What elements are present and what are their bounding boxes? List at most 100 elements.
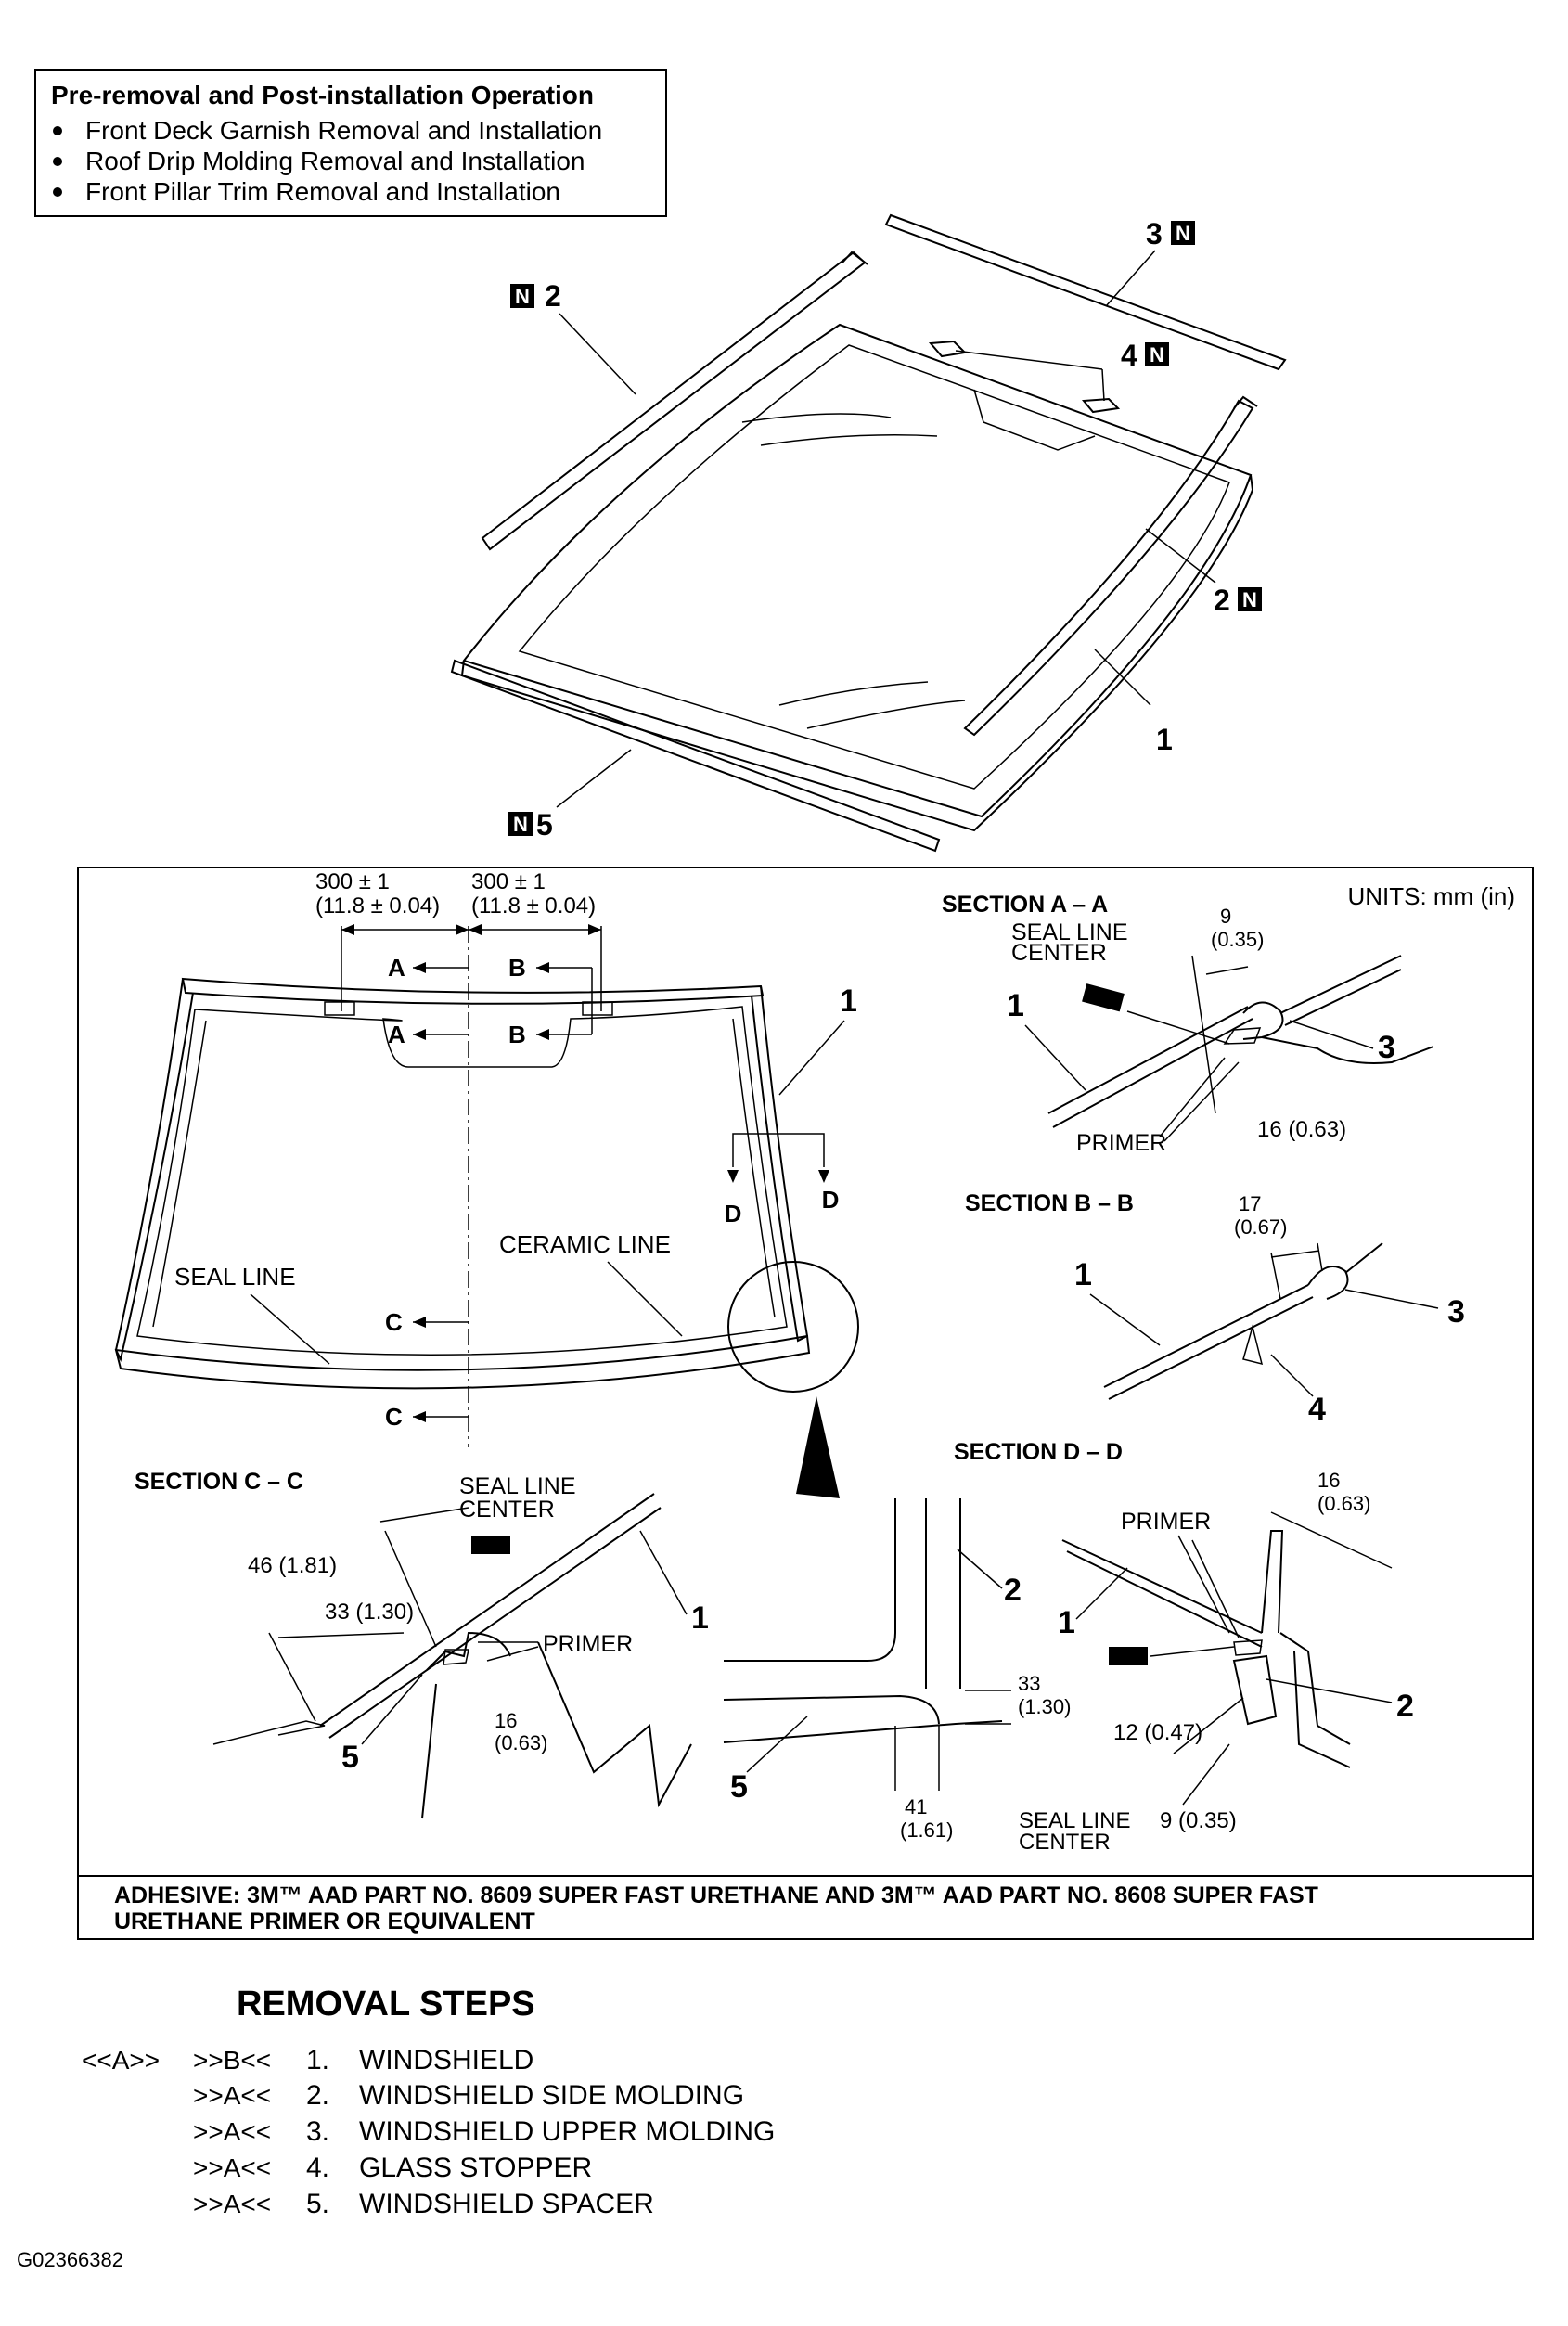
- dim-300-left: 300 ± 1: [315, 869, 390, 894]
- step-num: 2.: [306, 2080, 329, 2111]
- aa-part-1: 1: [1007, 988, 1024, 1023]
- new-part-mark: N: [1150, 343, 1164, 366]
- cc-dim-16: 16: [495, 1709, 517, 1732]
- note-item-3: Front Pillar Trim Removal and Installati…: [85, 177, 560, 206]
- step-num: 3.: [306, 2116, 329, 2147]
- aa-dim-16: 16 (0.63): [1257, 1117, 1346, 1142]
- removal-step-1: <<A>> >>B<< 1. WINDSHIELD: [82, 2045, 533, 2075]
- step-label: WINDSHIELD: [359, 2045, 533, 2075]
- corner-detail: 2 5 33 (1.30) 41 (1.61): [723, 1498, 1071, 1842]
- callout-1: 1: [1156, 723, 1173, 756]
- section-mark-c-top: C: [385, 1308, 403, 1336]
- section-c-c: SECTION C – C SEAL LINE CENTER 46 (1.81)…: [135, 1469, 709, 1819]
- cc-seal-line-1: SEAL LINE: [459, 1473, 576, 1499]
- corner-part-5: 5: [730, 1769, 748, 1805]
- aa-seal-line-1: SEAL LINE: [1011, 919, 1128, 945]
- step-post: >>A<<: [193, 2153, 271, 2182]
- section-mark-c-bottom: C: [385, 1403, 403, 1431]
- section-b-b-title: SECTION B – B: [965, 1190, 1134, 1216]
- new-part-mark: N: [513, 813, 528, 836]
- section-mark-d-right: D: [822, 1186, 840, 1214]
- adhesive-line-2: URETHANE PRIMER OR EQUIVALENT: [114, 1908, 535, 1934]
- dim-300-left-inch: (11.8 ± 0.04): [315, 893, 440, 919]
- dd-part-2: 2: [1396, 1689, 1414, 1724]
- removal-steps-heading: REMOVAL STEPS: [237, 1985, 535, 2024]
- cc-dim-46: 46 (1.81): [248, 1553, 337, 1578]
- figure-id: G02366382: [17, 2248, 123, 2271]
- bb-dim-17-inch: (0.67): [1234, 1215, 1287, 1239]
- removal-steps: REMOVAL STEPS <<A>> >>B<< 1. WINDSHIELD …: [82, 1985, 775, 2219]
- section-d-d-title: SECTION D – D: [954, 1439, 1123, 1465]
- corner-dim-33-inch: (1.30): [1018, 1695, 1071, 1718]
- section-a-a-title: SECTION A – A: [942, 892, 1108, 918]
- cc-part-5: 5: [341, 1740, 359, 1775]
- step-label: WINDSHIELD SPACER: [359, 2189, 654, 2219]
- corner-part-2: 2: [1004, 1573, 1022, 1608]
- note-item-2: Roof Drip Molding Removal and Installati…: [85, 147, 585, 175]
- corner-dim-41-inch: (1.61): [900, 1818, 953, 1842]
- corner-dim-41: 41: [905, 1795, 927, 1818]
- section-b-b: SECTION B – B 17 (0.67) 1 3 4: [965, 1190, 1465, 1427]
- cc-dim-33: 33 (1.30): [325, 1600, 414, 1625]
- dd-dim-9: 9 (0.35): [1160, 1808, 1237, 1833]
- dim-300-right: 300 ± 1: [471, 869, 546, 894]
- aa-part-3: 3: [1378, 1030, 1395, 1065]
- aa-dim-9-inch: (0.35): [1211, 928, 1264, 951]
- note-item-1: Front Deck Garnish Removal and Installat…: [85, 116, 602, 145]
- dd-dim-16: 16: [1317, 1469, 1340, 1492]
- ceramic-line-label: CERAMIC LINE: [499, 1230, 671, 1258]
- aa-seal-line-2: CENTER: [1011, 940, 1107, 966]
- detail-frame: UNITS: mm (in) ADHESIVE: 3M™ AAD PART NO…: [77, 867, 1534, 1940]
- cc-primer: PRIMER: [543, 1631, 633, 1657]
- callout-3: 3: [1146, 217, 1163, 251]
- section-mark-b-bottom: B: [508, 1021, 526, 1048]
- front-view-part-1: 1: [840, 983, 857, 1019]
- dd-seal-line-2: CENTER: [1019, 1830, 1111, 1855]
- section-mark-d-left: D: [725, 1200, 742, 1227]
- step-post: >>A<<: [193, 2081, 271, 2110]
- step-label: WINDSHIELD UPPER MOLDING: [359, 2116, 775, 2147]
- dd-dim-16-inch: (0.63): [1317, 1492, 1370, 1515]
- side-molding-right: [963, 399, 1254, 737]
- dd-part-1: 1: [1058, 1605, 1075, 1640]
- callout-2-left: 2: [545, 279, 561, 313]
- bb-part-4: 4: [1308, 1392, 1326, 1427]
- upper-molding: [884, 213, 1287, 371]
- section-mark-a-top: A: [388, 954, 405, 982]
- dd-seal-line-1: SEAL LINE: [1019, 1808, 1131, 1833]
- windshield-front-view: 300 ± 1 (11.8 ± 0.04) 300 ± 1 (11.8 ± 0.…: [114, 869, 859, 1498]
- cc-dim-16-inch: (0.63): [495, 1731, 547, 1754]
- note-title: Pre-removal and Post-installation Operat…: [51, 81, 594, 109]
- exploded-parts-view: N 2 3 N 4 N 2 N 1 N 5: [450, 213, 1287, 853]
- callout-2-right: 2: [1214, 584, 1230, 617]
- bb-dim-17: 17: [1239, 1192, 1261, 1215]
- section-a-a: SECTION A – A SEAL LINE CENTER 9 (0.35) …: [942, 892, 1434, 1156]
- cc-part-1: 1: [691, 1600, 709, 1636]
- callout-4: 4: [1121, 339, 1137, 372]
- windshield-spacer: [450, 659, 941, 853]
- removal-step-4: >>A<< 4. GLASS STOPPER: [193, 2153, 592, 2183]
- glass-stopper-2: [1081, 397, 1121, 414]
- bb-part-3: 3: [1447, 1294, 1465, 1330]
- step-post: >>B<<: [193, 2046, 271, 2075]
- removal-step-2: >>A<< 2. WINDSHIELD SIDE MOLDING: [193, 2080, 744, 2111]
- section-mark-a-bottom: A: [388, 1021, 405, 1048]
- step-label: GLASS STOPPER: [359, 2153, 592, 2183]
- side-molding-left: [481, 251, 867, 551]
- removal-step-3: >>A<< 3. WINDSHIELD UPPER MOLDING: [193, 2116, 775, 2147]
- dim-300-right-inch: (11.8 ± 0.04): [471, 893, 596, 919]
- dd-dim-12: 12 (0.47): [1113, 1720, 1202, 1745]
- step-num: 1.: [306, 2045, 329, 2075]
- aa-dim-9: 9: [1220, 905, 1231, 928]
- corner-dim-33: 33: [1018, 1672, 1040, 1695]
- new-part-mark: N: [515, 285, 530, 308]
- step-num: 5.: [306, 2189, 329, 2219]
- bb-part-1: 1: [1074, 1257, 1092, 1292]
- step-post: >>A<<: [193, 2190, 271, 2218]
- cc-seal-line-2: CENTER: [459, 1497, 555, 1523]
- section-c-c-title: SECTION C – C: [135, 1469, 303, 1495]
- dd-primer: PRIMER: [1121, 1509, 1211, 1535]
- aa-primer: PRIMER: [1076, 1130, 1166, 1156]
- section-d-d: SECTION D – D 16 (0.63) PRIMER 1 2 12 (0…: [954, 1439, 1414, 1855]
